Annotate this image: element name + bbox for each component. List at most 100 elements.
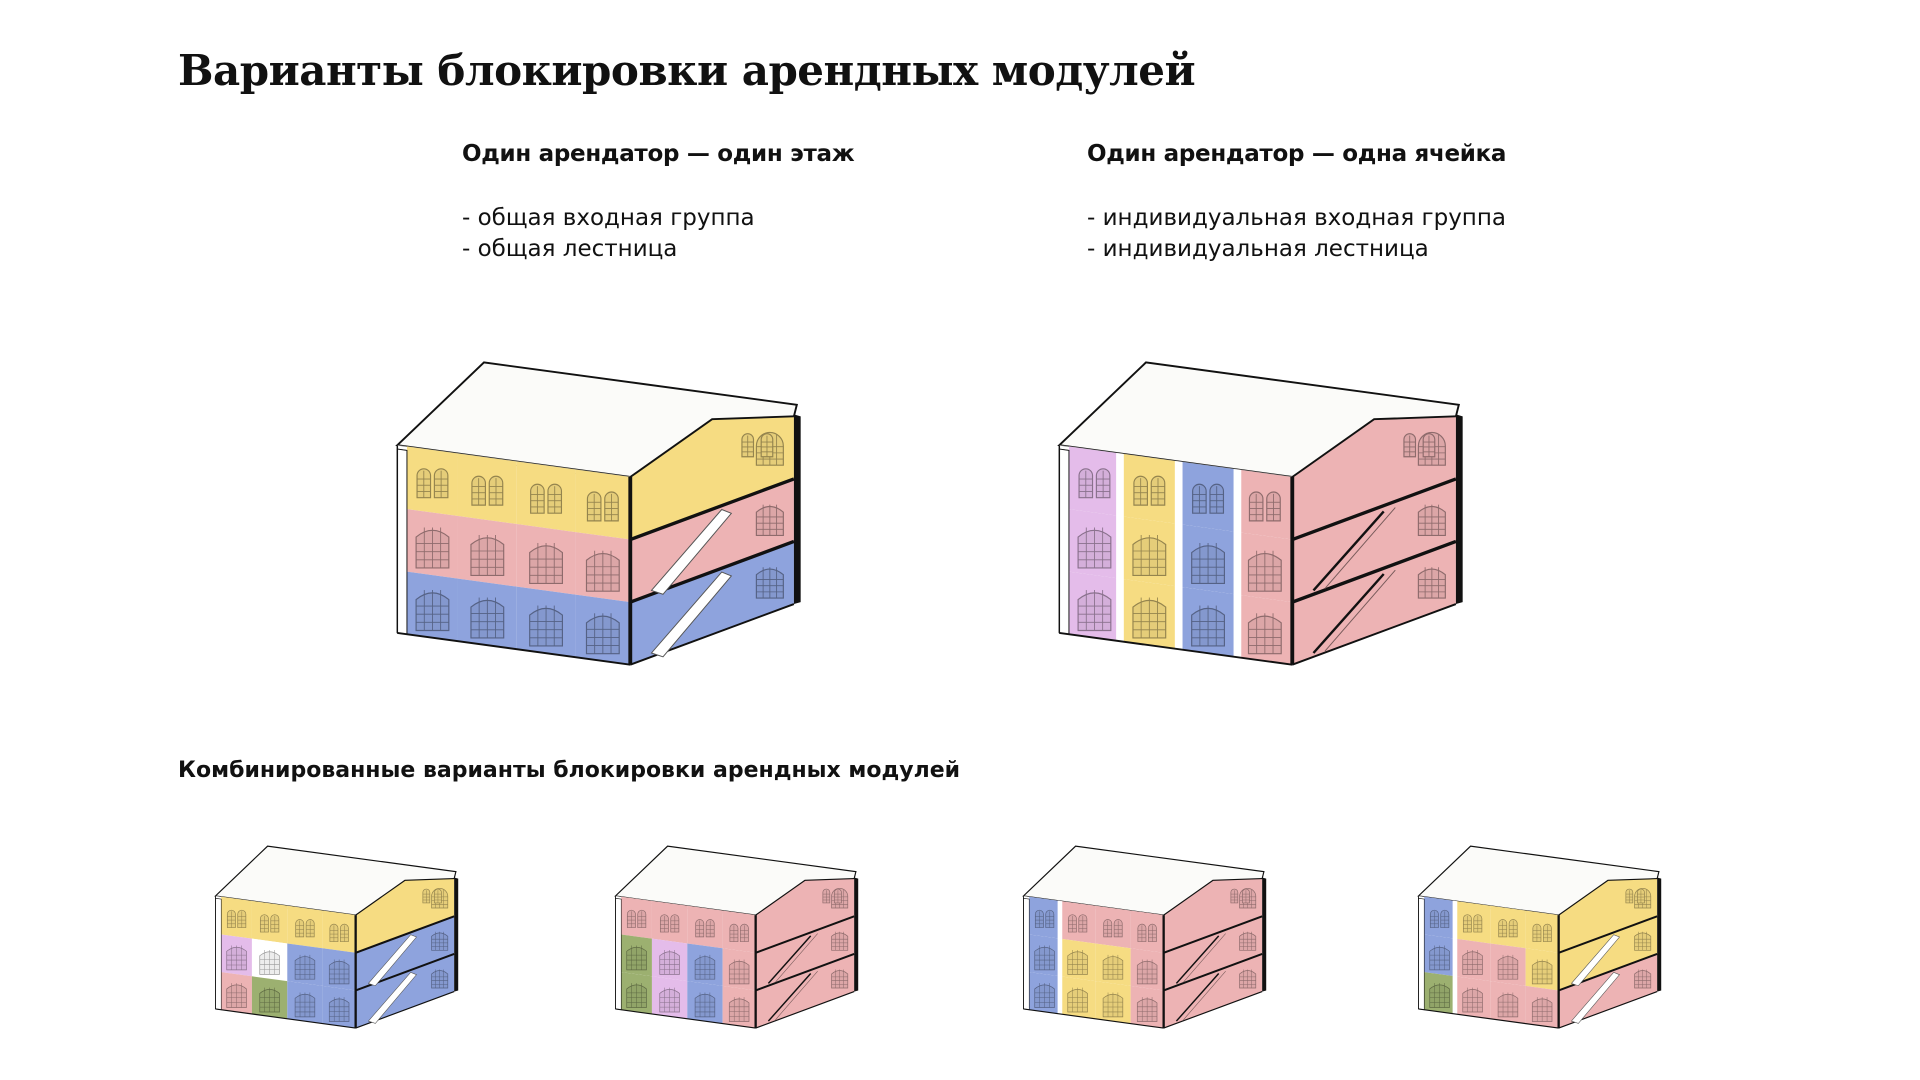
facade-cell: [1424, 896, 1455, 939]
facade-cell: [1525, 910, 1559, 953]
variant-features: - индивидуальная входная группа - индиви…: [1087, 203, 1506, 265]
variant-floor-per-tenant: Один арендатор — один этаж - общая входн…: [462, 141, 855, 265]
section-cut: [1262, 877, 1267, 992]
facade-cell: [457, 453, 517, 525]
building: [395, 361, 801, 666]
gable-edge: [1558, 878, 1658, 916]
cell-divider: [1452, 900, 1458, 1015]
stair-flight: [1324, 569, 1396, 652]
facade-cell: [1059, 900, 1096, 944]
ground-line: [215, 1008, 356, 1029]
stair-flight: [650, 571, 733, 658]
building-diagram-combo-4: [1417, 845, 1662, 1029]
floor-slab: [1291, 477, 1457, 542]
facade-cell: [1029, 896, 1060, 939]
variant-title: Один арендатор — одна ячейка: [1087, 141, 1507, 167]
floor-slab: [1163, 915, 1263, 954]
stair-flight: [767, 935, 812, 984]
ground-line: [397, 631, 631, 666]
floor-slab: [1291, 539, 1457, 604]
side-floor: [1292, 478, 1456, 603]
stair-flight: [1312, 510, 1385, 592]
section-cut: [1657, 877, 1662, 992]
ground-line: [1291, 603, 1457, 666]
section-cut: [793, 414, 801, 605]
floor-slab: [755, 952, 855, 992]
stair-flight: [1324, 507, 1396, 589]
building: [214, 845, 459, 1029]
variant-cell-per-tenant: Один арендатор — одна ячейка - индивидуа…: [1087, 141, 1506, 265]
section-cut: [454, 877, 459, 992]
feature-item: - общая входная группа: [462, 205, 755, 231]
facade-cell: [287, 905, 323, 949]
cell-divider: [1233, 468, 1242, 658]
facade-cell: [251, 900, 288, 944]
facade-cell: [322, 910, 356, 953]
facade-cell: [575, 469, 631, 540]
facade-cell: [1095, 905, 1131, 949]
feature-item: - индивидуальная входная группа: [1087, 205, 1506, 231]
floor-slab: [755, 915, 855, 954]
stair-flight: [1570, 934, 1620, 987]
side-floor: [1292, 541, 1456, 665]
building-diagram-combo-1: [214, 845, 459, 1029]
section-cut: [1455, 414, 1463, 605]
facade-cell: [406, 446, 458, 517]
building-diagram-combo-3: [1022, 845, 1267, 1029]
corner-pilaster: [1023, 897, 1030, 1011]
stair-flight: [367, 972, 417, 1024]
section-cut: [854, 877, 859, 992]
cell-divider: [1174, 460, 1183, 650]
building: [1417, 845, 1662, 1029]
gable-edge: [629, 415, 794, 478]
side-floor: [755, 953, 855, 1029]
stair-flight: [1570, 972, 1620, 1024]
facade-cell: [1068, 446, 1120, 517]
facade-cell: [1237, 469, 1293, 540]
facade-cell: [1490, 905, 1526, 949]
ground-line: [755, 991, 855, 1029]
corner-pilaster: [396, 448, 408, 635]
facade-cell: [621, 896, 652, 939]
variant-features: - общая входная группа - общая лестница: [462, 203, 854, 265]
floor-slab: [1163, 952, 1263, 992]
corner-pilaster: [615, 897, 622, 1011]
facade-cell: [1130, 910, 1164, 953]
building-diagram-combo-2: [614, 845, 859, 1029]
stair-flight: [650, 508, 733, 595]
facade-cell: [1119, 453, 1179, 525]
gable-edge: [355, 878, 455, 916]
corner-pilaster: [215, 897, 222, 1011]
facade-cell: [687, 905, 723, 949]
cell-divider: [1057, 900, 1063, 1015]
stair-flight: [367, 934, 417, 987]
feature-item: - общая лестница: [462, 236, 678, 262]
combined-section-title: Комбинированные варианты блокировки арен…: [178, 758, 961, 783]
facade-cell: [651, 900, 688, 944]
facade-cell: [722, 910, 756, 953]
floor-slab: [355, 915, 455, 954]
ground-line: [615, 1008, 756, 1029]
gable-edge: [755, 878, 855, 916]
facade-cell: [221, 896, 252, 939]
stair-flight: [1183, 933, 1226, 983]
ground-line: [1163, 991, 1263, 1029]
corner-pilaster: [1058, 448, 1070, 635]
side-floor: [1163, 916, 1263, 991]
stair-flight: [1175, 935, 1220, 984]
cell-divider: [1116, 452, 1124, 642]
stair-flight: [775, 971, 818, 1021]
feature-item: - индивидуальная лестница: [1087, 236, 1429, 262]
ground-line: [1418, 1008, 1559, 1029]
stair-flight: [775, 933, 818, 983]
side-floor: [1163, 953, 1263, 1029]
side-floor: [755, 916, 855, 991]
gable-edge: [1291, 415, 1456, 478]
floor-slab: [629, 477, 795, 542]
stair-flight: [1175, 973, 1220, 1022]
ground-line: [1059, 631, 1293, 666]
variant-title: Один арендатор — один этаж: [462, 141, 855, 167]
building: [1057, 361, 1463, 666]
building-diagram-cell-per-tenant: [1057, 361, 1463, 666]
facade-cell: [1178, 461, 1238, 533]
